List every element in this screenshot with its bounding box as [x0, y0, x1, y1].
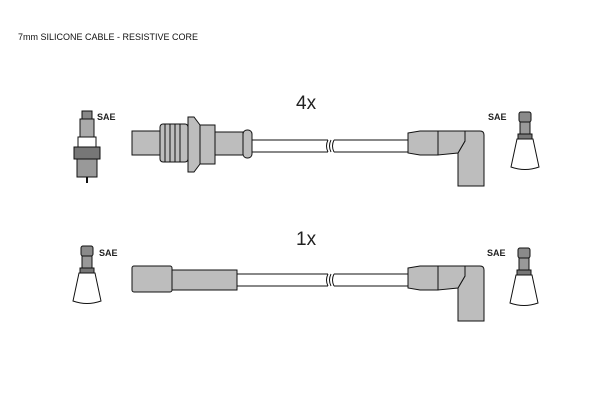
terminal-icon: [510, 111, 540, 170]
sae-label: SAE: [97, 112, 116, 122]
sae-label: SAE: [487, 248, 506, 258]
coil-boot-straight: [131, 265, 238, 293]
plug-boot-angled: [407, 130, 485, 187]
cable-wire: [252, 139, 408, 153]
terminal-icon: [72, 245, 102, 304]
terminal-icon: [509, 247, 539, 306]
quantity-label-2: 1x: [296, 229, 317, 250]
cable-1x: [72, 245, 539, 322]
diagram-title: 7mm SILICONE CABLE - RESISTIVE CORE: [18, 32, 199, 42]
sae-label: SAE: [488, 112, 507, 122]
quantity-label-1: 4x: [296, 93, 317, 114]
coil-boot-ribbed: [131, 116, 253, 173]
sae-label: SAE: [99, 248, 118, 258]
plug-boot-angled: [407, 265, 485, 322]
cable-wire: [237, 273, 408, 287]
cable-4x: [73, 110, 540, 187]
spark-plug-icon: [73, 110, 101, 183]
